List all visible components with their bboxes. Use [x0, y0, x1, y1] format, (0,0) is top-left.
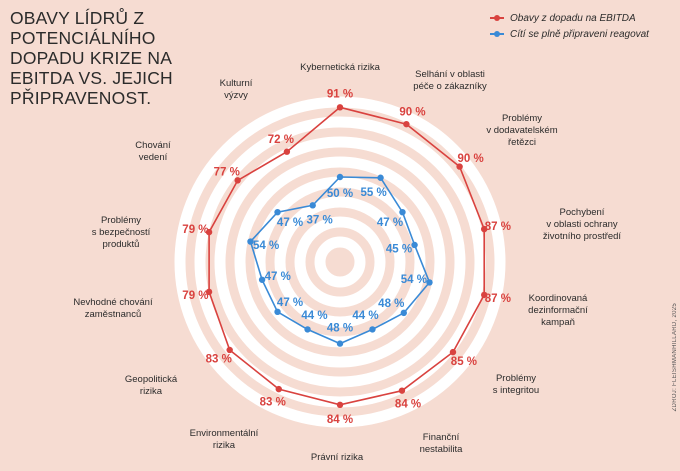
point-s2-1 — [336, 173, 344, 181]
point-s1-3 — [456, 163, 463, 170]
category-label-1: Kybernetická rizika — [300, 62, 380, 73]
ring-3 — [274, 196, 406, 328]
value-label-s2-6: 48 % — [378, 298, 404, 310]
legend-label-ebitda: Obavy z dopadu na EBITDA — [510, 12, 636, 24]
legend-swatch-blue — [490, 29, 504, 39]
value-label-s1-1: 91 % — [327, 88, 353, 100]
value-label-s2-12: 54 % — [253, 240, 279, 252]
value-label-s1-8: 84 % — [327, 414, 353, 426]
point-s2-7 — [369, 326, 376, 333]
value-label-s2-9: 44 % — [301, 310, 327, 322]
point-s1-7 — [398, 387, 406, 394]
point-s2-2 — [377, 174, 384, 181]
legend-label-prepared: Cítí se plně připraveni reagovat — [510, 28, 649, 40]
value-label-s1-9: 83 % — [260, 397, 286, 409]
value-label-s1-10: 83 % — [206, 354, 232, 366]
value-label-s2-2: 55 % — [361, 187, 387, 199]
value-label-s1-6: 85 % — [451, 356, 477, 368]
value-label-s2-3: 47 % — [377, 217, 403, 229]
value-label-s1-2: 90 % — [399, 107, 425, 119]
point-s2-14 — [309, 202, 316, 209]
ring-1 — [314, 236, 366, 288]
point-s2-11 — [258, 276, 266, 283]
point-s2-9 — [304, 326, 311, 333]
value-label-s1-14: 72 % — [268, 134, 294, 146]
value-label-s2-8: 48 % — [327, 323, 353, 335]
value-label-s1-12: 79 % — [182, 224, 208, 236]
point-s1-11 — [205, 288, 213, 296]
value-label-s2-1: 50 % — [327, 188, 353, 200]
point-s2-10 — [274, 308, 281, 316]
ring-5 — [234, 156, 446, 368]
point-s2-6 — [400, 309, 407, 317]
value-label-s2-4: 45 % — [386, 244, 412, 256]
point-s1-4 — [480, 225, 488, 233]
point-s1-13 — [234, 177, 241, 184]
value-label-s2-11: 47 % — [265, 271, 291, 283]
ring-2 — [294, 216, 386, 308]
point-s2-5 — [426, 279, 433, 286]
point-s2-12 — [247, 238, 254, 245]
category-label-8: Právní rizika — [311, 452, 364, 463]
value-label-s1-7: 84 % — [395, 398, 421, 410]
ring-6 — [214, 136, 466, 388]
value-label-s1-5: 87 % — [485, 293, 511, 305]
value-label-s2-5: 54 % — [401, 274, 427, 286]
point-s1-8 — [336, 401, 344, 408]
value-label-s2-14: 37 % — [307, 215, 333, 227]
legend-item-prepared: Cítí se plně připraveni reagovat — [490, 26, 649, 42]
value-label-s1-11: 79 % — [182, 290, 208, 302]
source-note: ZDROJ: FLEISHMANHILLARD, 2025 — [672, 302, 678, 411]
point-s2-4 — [411, 241, 418, 249]
legend-item-ebitda: Obavy z dopadu na EBITDA — [490, 10, 649, 26]
value-label-s2-10: 47 % — [277, 297, 303, 309]
value-label-s2-13: 47 % — [277, 217, 303, 229]
point-s1-10 — [226, 346, 233, 354]
point-s1-2 — [403, 120, 410, 128]
value-label-s1-13: 77 % — [214, 167, 240, 179]
chart-title: OBAVY LÍDRŮ Z POTENCIÁLNÍHO DOPADU KRIZE… — [10, 8, 173, 108]
point-s1-14 — [283, 148, 291, 155]
point-s1-12 — [205, 228, 213, 236]
point-s2-13 — [274, 208, 281, 216]
point-s1-5 — [480, 291, 488, 299]
legend-swatch-red — [490, 13, 504, 23]
point-s1-1 — [336, 104, 344, 111]
point-s1-6 — [449, 348, 457, 356]
value-label-s1-3: 90 % — [457, 153, 483, 165]
point-s2-8 — [336, 340, 344, 347]
point-s1-9 — [275, 385, 282, 393]
point-s2-3 — [399, 208, 406, 216]
ring-8 — [174, 96, 506, 428]
value-label-s1-4: 87 % — [485, 221, 511, 233]
legend: Obavy z dopadu na EBITDA Cítí se plně př… — [490, 10, 649, 42]
value-label-s2-7: 44 % — [352, 310, 378, 322]
